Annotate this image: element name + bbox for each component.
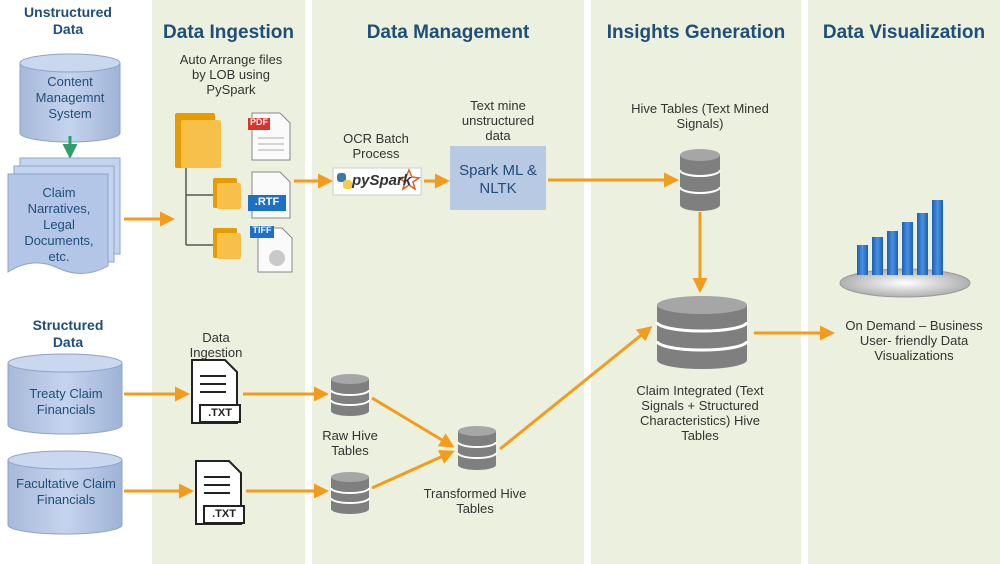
txt-file-icon-2 <box>195 460 245 525</box>
txt-file-icon-1 <box>191 359 241 424</box>
narratives-label: Claim Narratives, Legal Documents, etc. <box>24 185 94 264</box>
spark-star-icon <box>396 168 422 191</box>
arrow-raw-2-to-transformed <box>371 450 455 490</box>
transformed-hive-label: Transformed Hive Tables <box>423 486 527 516</box>
band-data-management <box>312 0 584 564</box>
claim-integrated-label: Claim Integrated (Text Signals + Structu… <box>636 383 764 443</box>
tiff-tag: TIFF <box>252 225 272 235</box>
cms-label: Content Managemnt System <box>35 74 105 121</box>
raw-hive-cylinder-2 <box>330 472 370 514</box>
on-demand-label: On Demand – Business User- friendly Data… <box>845 318 983 363</box>
arrow-raw-1-to-transformed <box>371 396 455 448</box>
facultative-label: Facultative Claim Financials <box>16 476 116 507</box>
data-ingestion-label: Data Ingestion <box>189 330 243 360</box>
text-mined-hive-label: Hive Tables (Text Mined Signals) <box>631 101 769 131</box>
structured-data-heading: Structured Data <box>32 317 104 350</box>
txt-tag-2: .TXT <box>212 508 236 520</box>
bar-chart-icon <box>839 200 971 298</box>
raw-hive-label: Raw Hive Tables <box>322 428 378 458</box>
spark-ml-label: Spark ML & NLTK <box>459 162 537 197</box>
text-mined-hive-cylinder <box>679 149 721 211</box>
pdf-tag: PDF <box>250 117 268 127</box>
column-title-insights-generation: Insights Generation <box>606 22 786 43</box>
raw-hive-cylinder-1 <box>330 374 370 416</box>
rtf-file-icon <box>248 171 291 219</box>
tiff-file-icon <box>250 226 293 273</box>
claim-integrated-hive-cylinder <box>655 296 749 369</box>
treaty-cylinder <box>7 353 123 435</box>
pyspark-logo-text: pySpark <box>352 172 412 189</box>
arrow-transformed-to-claim-integrated <box>499 326 653 451</box>
facultative-cylinder <box>7 450 123 535</box>
column-title-data-visualization: Data Visualization <box>822 22 986 43</box>
ocr-label: OCR Batch Process <box>343 131 409 161</box>
text-mine-label: Text mine unstructured data <box>461 98 535 143</box>
python-logo-icon <box>337 173 352 189</box>
auto-arrange-label: Auto Arrange files by LOB using PySpark <box>179 52 283 97</box>
txt-tag-1: .TXT <box>208 407 232 419</box>
folder-tree <box>175 113 241 259</box>
spark-ml-box <box>450 146 546 210</box>
unstructured-data-heading: Unstructured Data <box>24 4 112 37</box>
pdf-file-icon <box>248 112 291 161</box>
cms-cylinder <box>19 53 121 143</box>
rtf-tag: .RTF <box>254 196 280 208</box>
column-title-data-management: Data Management <box>366 22 530 43</box>
treaty-label: Treaty Claim Financials <box>29 386 103 417</box>
transformed-hive-cylinder <box>457 426 497 470</box>
column-title-data-ingestion: Data Ingestion <box>163 22 294 43</box>
narratives-document-stack <box>7 157 121 274</box>
